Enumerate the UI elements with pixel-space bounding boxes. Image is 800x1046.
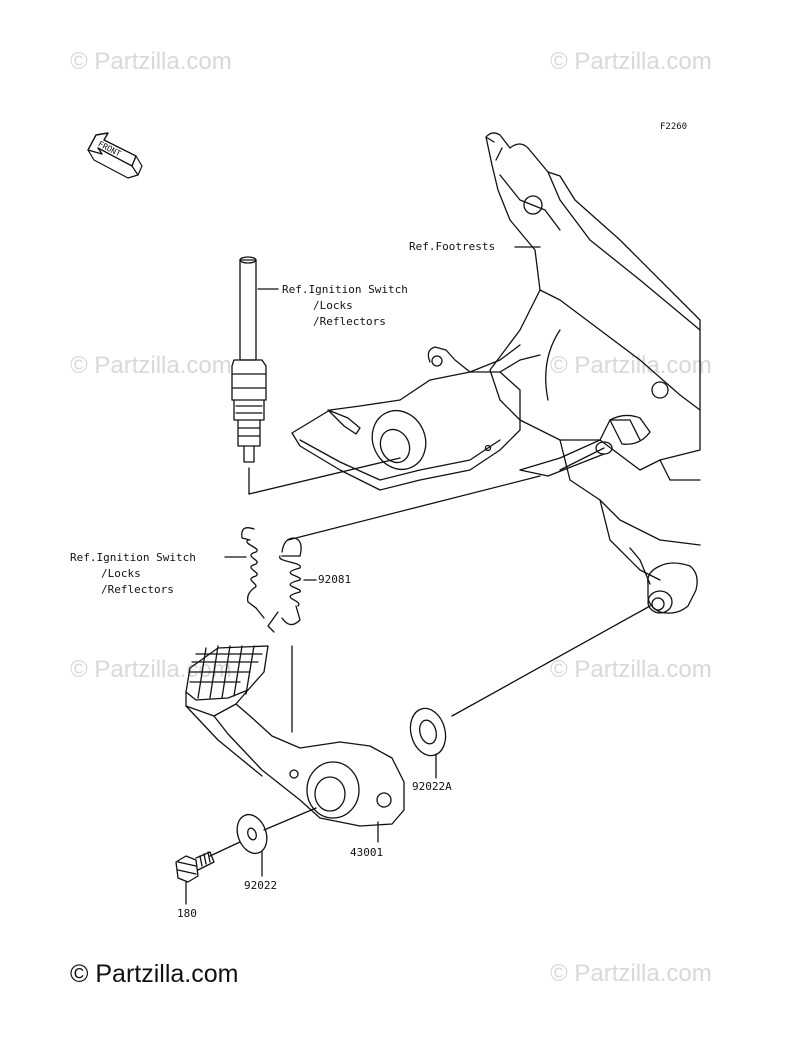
part-number-spring: 92081 bbox=[318, 573, 352, 586]
label-ref-footrests: Ref.Footrests bbox=[409, 240, 496, 253]
watermark: © Partzilla.com bbox=[70, 656, 232, 683]
switch-bracket bbox=[291, 344, 541, 491]
bolt-180 bbox=[175, 851, 215, 905]
label-ref-ignition-b-line3: /Reflectors bbox=[101, 583, 174, 596]
label-ref-ignition-b-line2: /Locks bbox=[101, 567, 141, 580]
washer-92022 bbox=[236, 807, 317, 877]
pivot-boss bbox=[629, 547, 698, 614]
label-ref-ignition-a-line3: /Reflectors bbox=[313, 315, 386, 328]
part-number-washer-small: 92022 bbox=[244, 879, 278, 892]
watermark: © Partzilla.com bbox=[550, 960, 712, 987]
label-ref-ignition-a-line1: Ref.Ignition Switch bbox=[282, 283, 408, 296]
watermark: © Partzilla.com bbox=[550, 352, 712, 379]
leader-line bbox=[451, 605, 651, 717]
front-arrow-icon: FRONT bbox=[87, 132, 143, 179]
washer-92022a bbox=[409, 707, 447, 779]
part-number-washer-large: 92022A bbox=[412, 780, 452, 793]
part-number-brake-pedal: 43001 bbox=[350, 846, 384, 859]
figure-code: F2260 bbox=[660, 122, 688, 132]
watermark: © Partzilla.com bbox=[550, 48, 712, 75]
copyright-notice: © Partzilla.com bbox=[70, 960, 239, 988]
brake-pedal-43001 bbox=[185, 645, 405, 843]
watermark: © Partzilla.com bbox=[70, 48, 232, 75]
label-ref-ignition-b-line1: Ref.Ignition Switch bbox=[70, 551, 196, 564]
label-ref-ignition-a-line2: /Locks bbox=[313, 299, 353, 312]
leader-line bbox=[209, 841, 241, 857]
watermark: © Partzilla.com bbox=[550, 656, 712, 683]
leader-line bbox=[287, 475, 541, 541]
frame-bracket bbox=[485, 132, 701, 581]
part-number-bolt: 180 bbox=[177, 907, 197, 920]
brake-light-switch bbox=[231, 256, 401, 495]
return-spring-small bbox=[241, 527, 265, 619]
spring-92081 bbox=[267, 537, 302, 633]
watermark: © Partzilla.com bbox=[70, 352, 232, 379]
